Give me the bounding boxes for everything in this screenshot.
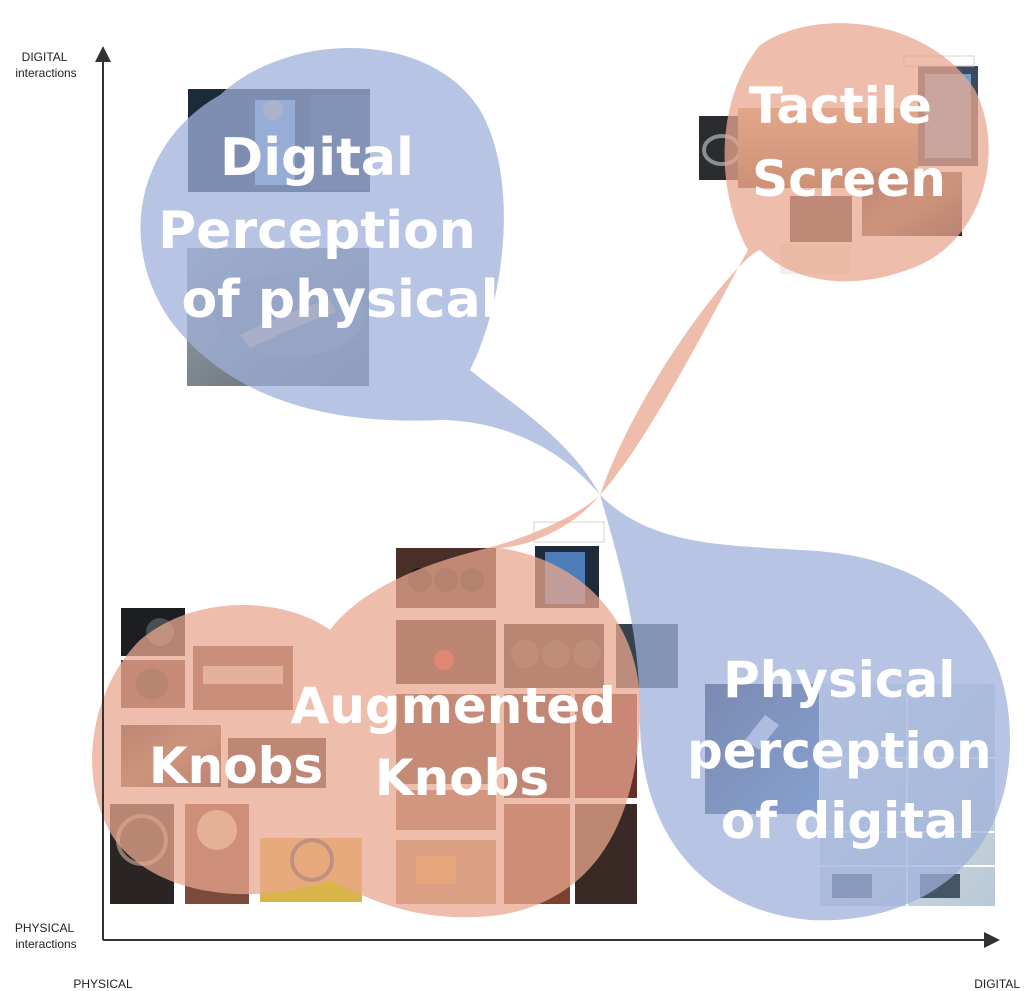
augmented-knobs-label: Augmented Knobs (291, 677, 634, 807)
x-axis-right-label: DIGITAL (974, 977, 1020, 991)
physical-perception-line-2: perception (687, 722, 992, 780)
digital-perception-label: Digital Perception of physical (158, 128, 498, 330)
y-axis-bottom-label: PHYSICAL interactions (15, 921, 77, 951)
x-axis-left-label: PHYSICAL (73, 977, 133, 991)
cluster-regions (92, 23, 1010, 921)
y-axis-bottom-line-2: interactions (15, 937, 76, 951)
y-axis-top-line-2: interactions (15, 66, 76, 80)
digital-perception-line-1: Digital (220, 128, 414, 188)
y-axis-top-line-1: DIGITAL (22, 50, 68, 64)
blue-region (140, 47, 1010, 921)
cluster-labels: Digital Perception of physical Tactile S… (149, 77, 1009, 850)
knobs-label: Knobs (149, 737, 323, 795)
tactile-screen-label: Tactile Screen (749, 77, 950, 208)
axes: DIGITAL interactions PHYSICAL interactio… (15, 46, 1020, 991)
digital-perception-line-3: of physical (181, 270, 498, 330)
knobs-line-1: Knobs (149, 737, 323, 795)
augmented-knobs-line-2: Knobs (375, 749, 549, 807)
physical-perception-label: Physical perception of digital (687, 651, 1009, 850)
tactile-screen-line-1: Tactile (749, 77, 932, 135)
y-axis-top-label: DIGITAL interactions (15, 50, 76, 80)
physical-perception-line-3: of digital (721, 792, 975, 850)
augmented-knobs-line-1: Augmented (291, 677, 616, 735)
salmon-region (92, 23, 989, 918)
physical-perception-line-1: Physical (723, 651, 955, 709)
tactile-screen-line-2: Screen (752, 150, 946, 208)
y-axis-bottom-line-1: PHYSICAL (15, 921, 75, 935)
digital-perception-line-2: Perception (158, 201, 476, 261)
